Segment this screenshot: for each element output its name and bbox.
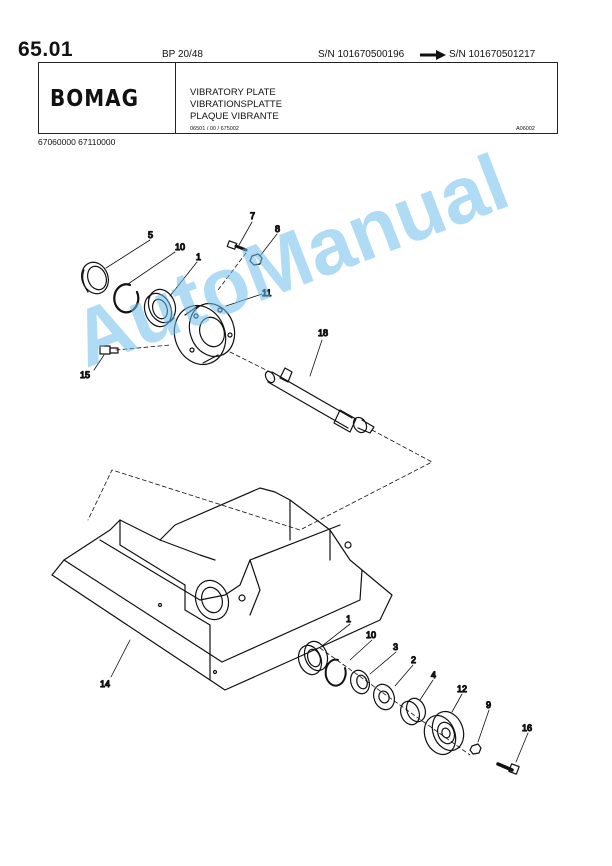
reference-code: 06501 / 00 / 675002 (190, 126, 239, 132)
callout-5: 5 (148, 230, 153, 240)
callout-12: 12 (457, 684, 467, 694)
callout-10: 10 (175, 242, 185, 252)
arrow-right-icon (420, 50, 446, 60)
title-block (38, 62, 558, 134)
callout-14: 14 (100, 679, 110, 689)
callout-15: 15 (80, 370, 90, 380)
callout-8: 8 (275, 224, 280, 234)
part-bushing-4 (399, 697, 427, 726)
title-english: VIBRATORY PLATE (190, 87, 276, 98)
callout-7: 7 (250, 211, 255, 221)
callout-11: 11 (262, 288, 271, 298)
part-flange-11 (173, 302, 236, 366)
alignment-lines (87, 252, 471, 756)
part-seal-3 (349, 669, 371, 695)
callout-18: 18 (318, 328, 328, 338)
part-ring-5 (81, 261, 109, 295)
part-screw-16 (496, 762, 520, 775)
part-circlip-10b (324, 658, 347, 687)
part-shaft-18 (264, 367, 375, 434)
serial-number-to: S/N 101670501217 (449, 49, 536, 60)
part-washer-2 (373, 683, 395, 711)
part-circlip-10 (113, 283, 140, 314)
part-nut-8 (249, 253, 263, 266)
callout-3: 3 (393, 642, 398, 652)
callout-16: 16 (522, 723, 532, 733)
page-number: 65.01 (18, 38, 74, 61)
callout-4: 4 (431, 670, 436, 680)
drawing-code: A06002 (516, 126, 535, 132)
model-designation: BP 20/48 (162, 49, 203, 60)
title-french: PLAQUE VIBRANTE (190, 111, 279, 122)
part-bearing-1 (143, 288, 177, 328)
callout-1b: 1 (346, 614, 351, 624)
part-bearing-1b (297, 640, 329, 676)
part-numbers: 67060000 67110000 (38, 137, 116, 147)
part-nut-9 (469, 743, 482, 755)
callout-2: 2 (411, 655, 416, 665)
part-base-plate-14 (51, 487, 393, 691)
callout-1: 1 (196, 252, 201, 262)
title-block-divider (175, 62, 176, 134)
title-german: VIBRATIONSPLATTE (190, 99, 283, 110)
serial-number-from: S/N 101670500196 (318, 49, 405, 60)
bomag-logo: BOMAG (50, 84, 140, 112)
callout-10b: 10 (366, 630, 376, 640)
part-screw-7 (226, 240, 248, 252)
part-pulley-12 (423, 710, 465, 756)
callout-9: 9 (486, 700, 491, 710)
part-plug-15 (99, 345, 119, 355)
leader-lines (93, 221, 529, 763)
